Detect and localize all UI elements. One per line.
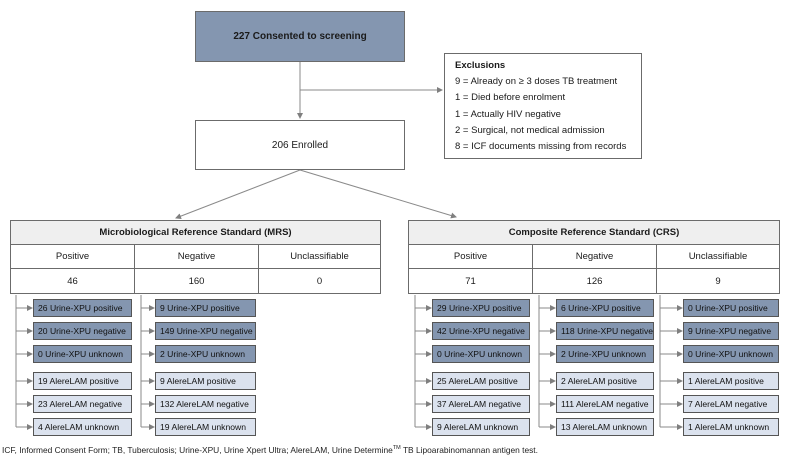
mrs-header-negative: Negative: [134, 245, 258, 269]
crs-unclassifiable-result: 7 AlereLAM negative: [683, 395, 779, 413]
enrolled-box: 206 Enrolled: [195, 120, 405, 170]
crs-unclassifiable-result: 1 AlereLAM positive: [683, 372, 779, 390]
crs-header-positive: Positive: [408, 245, 532, 269]
crs-count-unclassifiable: 9: [656, 269, 780, 294]
exclusion-item: 9 = Already on ≥ 3 doses TB treatment: [455, 76, 618, 88]
crs-negative-result: 2 Urine-XPU unknown: [556, 345, 654, 363]
crs-positive-result: 0 Urine-XPU unknown: [432, 345, 530, 363]
exclusion-item: 8 = ICF documents missing from records: [455, 141, 627, 153]
mrs-positive-result: 23 AlereLAM negative: [33, 395, 132, 413]
mrs-title: Microbiological Reference Standard (MRS): [10, 220, 381, 245]
mrs-header-positive: Positive: [10, 245, 134, 269]
trademark-mark: TM: [392, 445, 401, 452]
crs-positive-result: 25 AlereLAM positive: [432, 372, 530, 390]
mrs-count-negative: 160: [134, 269, 258, 294]
crs-header-negative: Negative: [532, 245, 656, 269]
mrs-negative-result: 2 Urine-XPU unknown: [155, 345, 256, 363]
mrs-negative-result: 132 AlereLAM negative: [155, 395, 256, 413]
mrs-negative-result: 9 AlereLAM positive: [155, 372, 256, 390]
crs-positive-result: 42 Urine-XPU negative: [432, 322, 530, 340]
crs-title: Composite Reference Standard (CRS): [408, 220, 780, 245]
crs-header-unclassifiable: Unclassifiable: [656, 245, 780, 269]
crs-negative-result: 2 AlereLAM positive: [556, 372, 654, 390]
mrs-count-unclassifiable: 0: [258, 269, 381, 294]
crs-negative-result: 13 AlereLAM unknown: [556, 418, 654, 436]
crs-unclassifiable-result: 0 Urine-XPU positive: [683, 299, 779, 317]
exclusions-box: Exclusions 9 = Already on ≥ 3 doses TB t…: [444, 53, 642, 159]
exclusions-title: Exclusions: [455, 60, 506, 71]
consented-box: 227 Consented to screening: [195, 11, 405, 62]
exclusion-item: 1 = Actually HIV negative: [455, 108, 561, 120]
crs-count-positive: 71: [408, 269, 532, 294]
crs-negative-result: 6 Urine-XPU positive: [556, 299, 654, 317]
crs-positive-result: 29 Urine-XPU positive: [432, 299, 530, 317]
mrs-positive-result: 0 Urine-XPU unknown: [33, 345, 132, 363]
mrs-positive-result: 4 AlereLAM unknown: [33, 418, 132, 436]
mrs-count-positive: 46: [10, 269, 134, 294]
mrs-positive-result: 19 AlereLAM positive: [33, 372, 132, 390]
crs-positive-result: 37 AlereLAM negative: [432, 395, 530, 413]
mrs-header-unclassifiable: Unclassifiable: [258, 245, 381, 269]
exclusion-item: 2 = Surgical, not medical admission: [455, 124, 605, 136]
exclusion-item: 1 = Died before enrolment: [455, 92, 566, 104]
mrs-positive-result: 26 Urine-XPU positive: [33, 299, 132, 317]
crs-positive-result: 9 AlereLAM unknown: [432, 418, 530, 436]
mrs-positive-result: 20 Urine-XPU negative: [33, 322, 132, 340]
crs-unclassifiable-result: 1 AlereLAM unknown: [683, 418, 779, 436]
crs-count-negative: 126: [532, 269, 656, 294]
crs-negative-result: 118 Urine-XPU negative: [556, 322, 654, 340]
mrs-negative-result: 19 AlereLAM unknown: [155, 418, 256, 436]
mrs-negative-result: 149 Urine-XPU negative: [155, 322, 256, 340]
footnote-text: ICF, Informed Consent Form; TB, Tubercul…: [2, 445, 393, 455]
crs-unclassifiable-result: 9 Urine-XPU negative: [683, 322, 779, 340]
footnote-text-end: TB Lipoarabinomannan antigen test.: [400, 445, 538, 455]
mrs-negative-result: 9 Urine-XPU positive: [155, 299, 256, 317]
footnote: ICF, Informed Consent Form; TB, Tubercul…: [2, 445, 538, 455]
crs-negative-result: 111 AlereLAM negative: [556, 395, 654, 413]
crs-unclassifiable-result: 0 Urine-XPU unknown: [683, 345, 779, 363]
